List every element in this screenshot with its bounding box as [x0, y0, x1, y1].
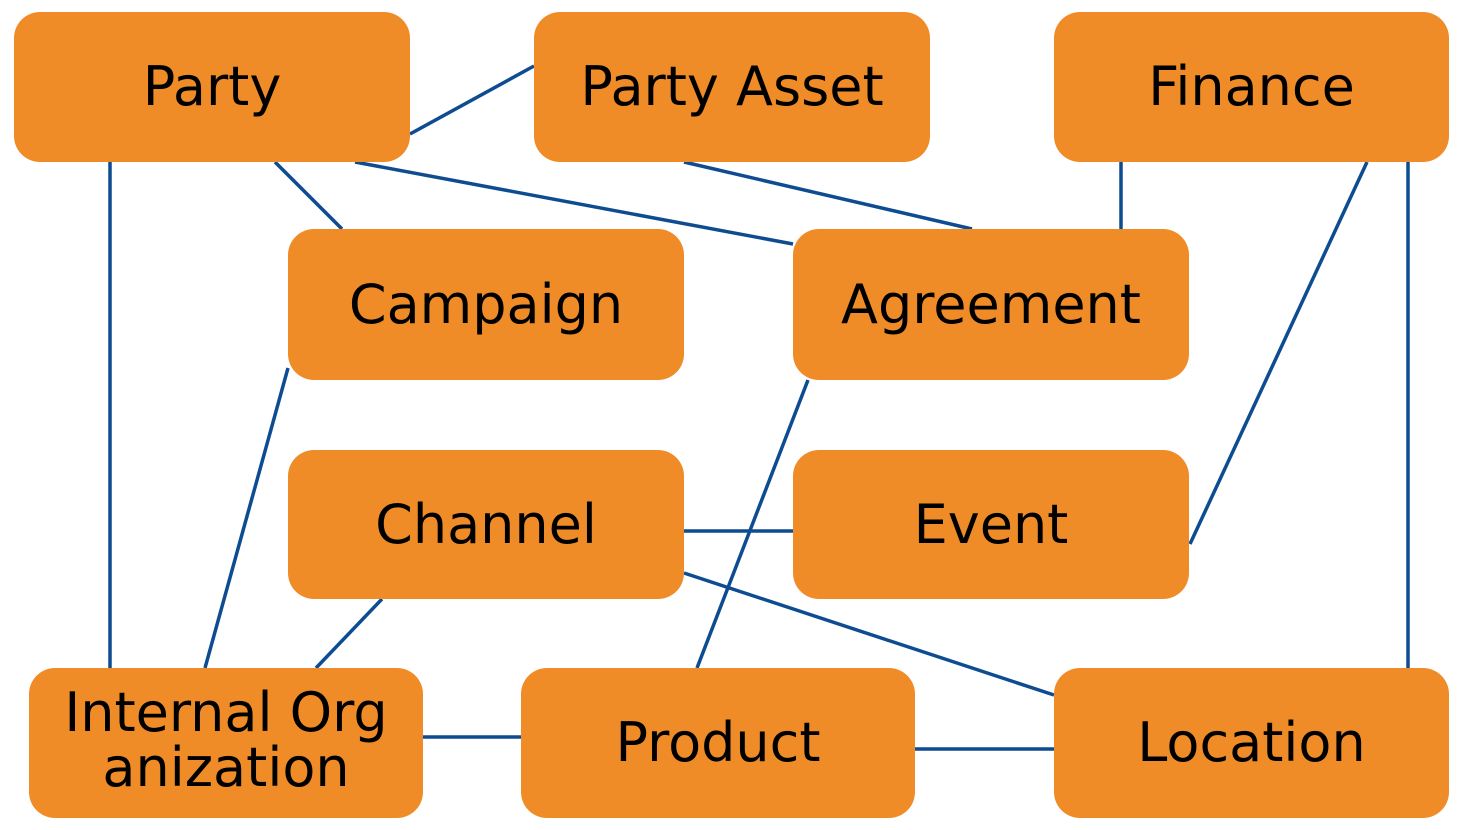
connector-campaign-internal-organization [203, 367, 290, 669]
node-label: Party Asset [580, 55, 884, 119]
node-label: Product [615, 711, 821, 775]
node-internal-organization[interactable]: Internal Organization [29, 668, 423, 818]
node-agreement[interactable]: Agreement [793, 229, 1189, 380]
connector-party-agreement [354, 160, 794, 246]
node-campaign[interactable]: Campaign [288, 229, 684, 380]
connector-finance-event [1188, 161, 1369, 545]
connector-party-campaign [273, 160, 344, 231]
node-channel[interactable]: Channel [288, 450, 684, 599]
node-label: Channel [375, 492, 597, 556]
node-party-asset[interactable]: Party Asset [534, 12, 930, 162]
node-label: Agreement [841, 272, 1141, 336]
node-party[interactable]: Party [14, 12, 410, 162]
connector-agreement-product [695, 379, 810, 669]
node-finance[interactable]: Finance [1054, 12, 1449, 162]
node-location[interactable]: Location [1054, 668, 1449, 818]
connector-channel-internal-organization [314, 597, 384, 670]
node-product[interactable]: Product [521, 668, 915, 818]
connector-party-party-asset [409, 64, 535, 136]
node-label: Location [1137, 711, 1366, 775]
node-event[interactable]: Event [793, 450, 1189, 599]
node-label: Event [913, 492, 1069, 556]
connector-channel-location [683, 571, 1055, 697]
node-label: Internal Organization [64, 680, 388, 799]
connector-party-asset-agreement [683, 160, 973, 231]
node-label: Campaign [348, 272, 624, 336]
node-label: Finance [1148, 55, 1355, 119]
node-label: Party [142, 55, 282, 119]
